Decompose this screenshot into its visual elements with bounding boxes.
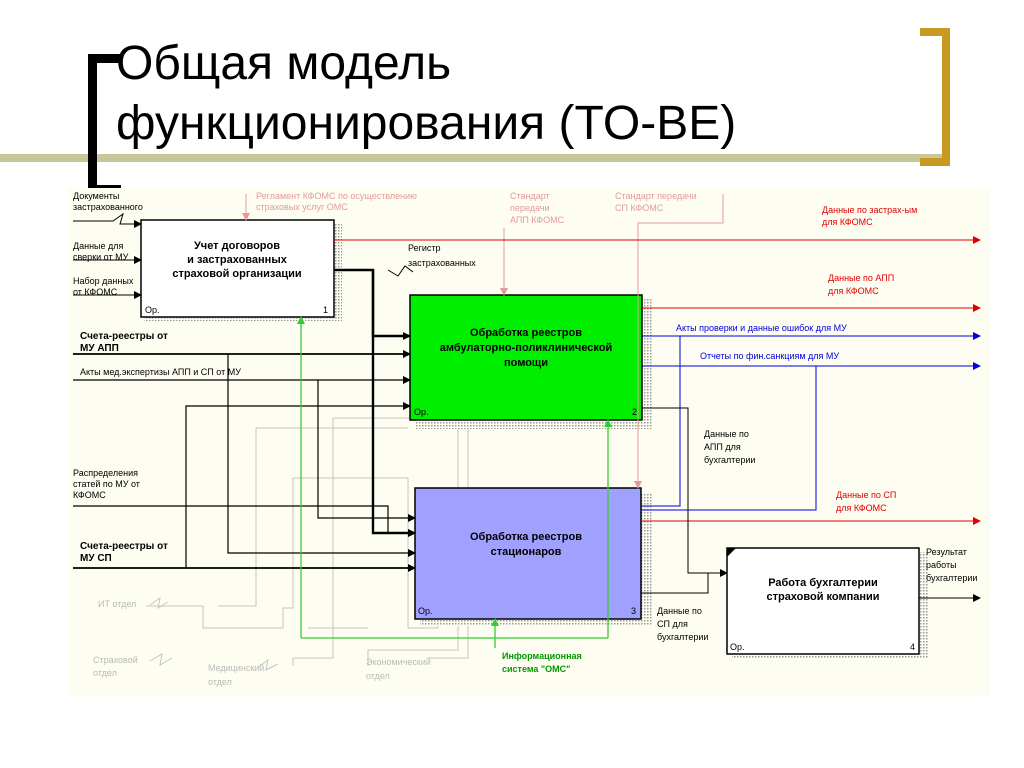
ctrl-stdsp-l1: Стандарт передачи xyxy=(615,191,697,201)
app-acc-l2: АПП для xyxy=(704,442,741,452)
box3-number: 3 xyxy=(631,606,636,616)
mech-med-l2: отдел xyxy=(208,677,232,687)
mech-eco-l1: Экономический xyxy=(366,657,431,667)
sp-acc-l2: СП для xyxy=(657,619,688,629)
diagram-canvas: Учет договоров и застрахованных страхово… xyxy=(73,191,981,687)
input-distrib-l2: статей по МУ от xyxy=(73,479,140,489)
out-insured-l1: Данные по застрах-ым xyxy=(822,205,917,215)
title-line-2: функционирования (TO-BE) xyxy=(116,97,737,150)
accounting-arrows xyxy=(641,407,981,602)
ctrl-stdapp-l1: Стандарт xyxy=(510,191,550,201)
acc-result-l2: работы xyxy=(926,560,957,570)
info-system-l1: Информационная xyxy=(502,651,582,661)
idef0-diagram: Учет договоров и застрахованных страхово… xyxy=(68,188,990,696)
ctrl-stdapp-l2: передачи xyxy=(510,203,549,213)
box3-op: Ор. xyxy=(418,606,433,616)
box1-title-line1: Учет договоров xyxy=(194,240,280,252)
box1-number: 1 xyxy=(323,305,328,315)
out-app-l1: Данные по АПП xyxy=(828,273,894,283)
registry-arrows xyxy=(334,268,416,537)
box1-title-line2: и застрахованных xyxy=(187,254,288,266)
inputs-box2-box3 xyxy=(73,350,416,572)
red-output-arrows xyxy=(334,236,981,525)
box4-number: 4 xyxy=(910,642,915,652)
input-kfoms-l2: от КФОМС xyxy=(73,287,118,297)
function-box-1[interactable]: Учет договоров и застрахованных страхово… xyxy=(140,219,335,318)
sp-acc-l3: бухгалтерии xyxy=(657,632,708,642)
function-box-2[interactable]: Обработка реестров амбулаторно-поликлини… xyxy=(409,294,643,421)
function-box-3[interactable]: Обработка реестров стационаров Ор. 3 xyxy=(414,487,642,620)
ctrl-reglament-l2: страховых услуг ОМС xyxy=(256,202,348,212)
input-distrib-l1: Распределения xyxy=(73,468,138,478)
mech-ins-l1: Страховой xyxy=(93,655,138,665)
acc-result-l3: бухгалтерии xyxy=(926,573,977,583)
box2-number: 2 xyxy=(632,407,637,417)
mechanism-squiggles xyxy=(149,596,279,671)
box2-op: Ор. xyxy=(414,407,429,417)
out-app-l2: для КФОМС xyxy=(828,286,879,296)
blue-output-arrows xyxy=(641,332,981,511)
green-mechanism-arrows xyxy=(297,316,612,648)
app-acc-l1: Данные по xyxy=(704,429,749,439)
mech-it: ИТ отдел xyxy=(98,599,136,609)
acc-result-l1: Результат xyxy=(926,547,967,557)
box2-title-line3: помощи xyxy=(504,357,548,369)
box4-title-line2: страховой компании xyxy=(766,591,879,603)
function-box-4[interactable]: Работа бухгалтерии страховой компании Ор… xyxy=(726,547,920,655)
sp-acc-l1: Данные по xyxy=(657,606,702,616)
mech-eco-l2: отдел xyxy=(366,671,390,681)
input-docs-l2: застрахованного xyxy=(73,202,143,212)
input-recon-l2: сверки от МУ xyxy=(73,252,129,262)
info-system-l2: система "ОМС" xyxy=(502,664,570,674)
registry-l2: застрахованных xyxy=(408,258,476,268)
ctrl-stdapp-l3: АПП КФОМС xyxy=(510,215,565,225)
box3-title-line1: Обработка реестров xyxy=(470,531,582,543)
input-invoices-app-l2: МУ АПП xyxy=(80,343,119,354)
mech-med-l1: Медицинский xyxy=(208,663,264,673)
out-sp-l1: Данные по СП xyxy=(836,490,896,500)
input-invoices-sp-l1: Счета-реестры от xyxy=(80,541,168,552)
input-kfoms-l1: Набор данных xyxy=(73,276,134,286)
control-arrows xyxy=(242,194,724,489)
decorative-line xyxy=(0,154,950,162)
mech-ins-l2: отдел xyxy=(93,668,117,678)
input-med-acts: Акты мед.экспертизы АПП и СП от МУ xyxy=(80,367,241,377)
ctrl-reglament-l1: Регламент КФОМС по осуществлению xyxy=(256,191,417,201)
box4-title-line1: Работа бухгалтерии xyxy=(768,577,878,589)
out-insured-l2: для КФОМС xyxy=(822,217,873,227)
input-invoices-app-l1: Счета-реестры от xyxy=(80,331,168,342)
registry-label-squiggle xyxy=(387,265,414,277)
mechanism-gray-lines xyxy=(146,417,469,666)
registry-l1: Регистр xyxy=(408,243,441,253)
slide-title: Общая модель функционирования (TO-BE) xyxy=(116,34,916,154)
out-sp-l2: для КФОМС xyxy=(836,503,887,513)
box2-title-line2: амбулаторно-поликлинической xyxy=(440,342,613,354)
out-sanctions: Отчеты по фин.санкциям для МУ xyxy=(700,351,839,361)
box1-op: Ор. xyxy=(145,305,160,315)
box4-op: Ор. xyxy=(730,642,745,652)
title-line-1: Общая модель xyxy=(116,37,452,90)
right-bracket-decoration xyxy=(920,28,950,166)
box2-title-line1: Обработка реестров xyxy=(470,327,582,339)
input-distrib-l3: КФОМС xyxy=(73,490,106,500)
box3-title-line2: стационаров xyxy=(491,546,562,558)
out-check-acts: Акты проверки и данные ошибок для МУ xyxy=(676,323,847,333)
inputs-box1 xyxy=(73,212,142,299)
box1-title-line3: страховой организации xyxy=(172,268,301,280)
input-recon-l1: Данные для xyxy=(73,241,124,251)
app-acc-l3: бухгалтерии xyxy=(704,455,755,465)
input-docs-l1: Документы xyxy=(73,191,119,201)
input-invoices-sp-l2: МУ СП xyxy=(80,553,112,564)
ctrl-stdsp-l2: СП КФОМС xyxy=(615,203,664,213)
